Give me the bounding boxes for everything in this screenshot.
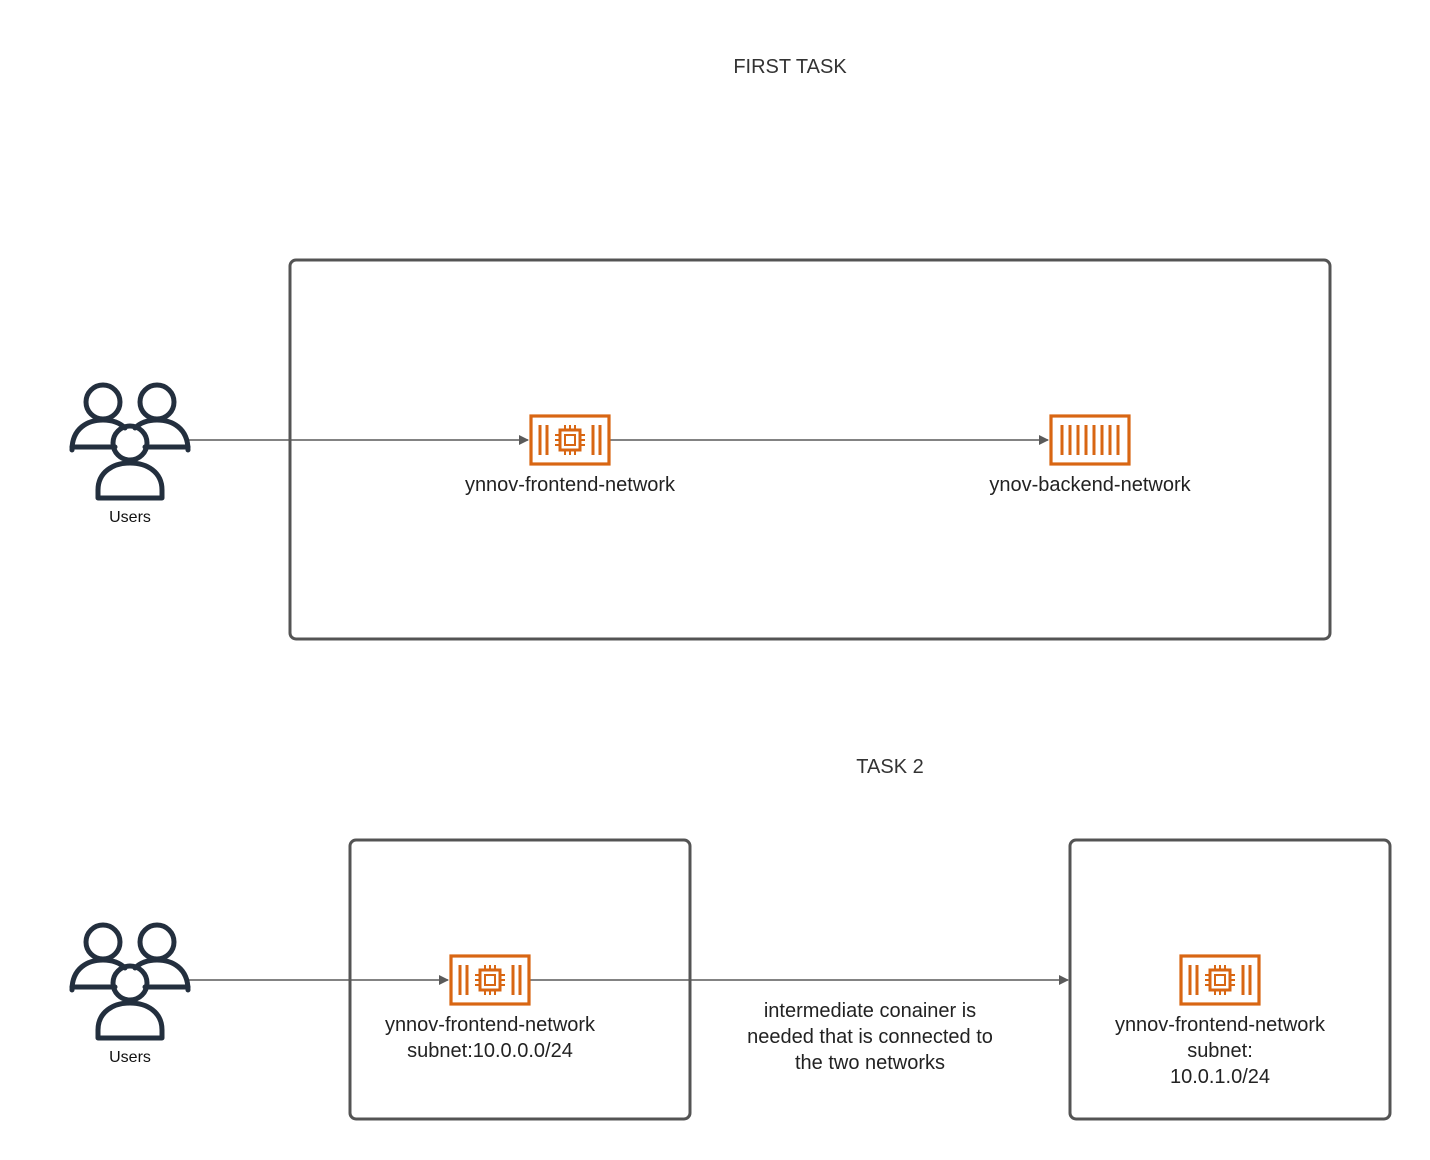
task2-right-network-box: [1068, 838, 1392, 1121]
task2-left-network-label: ynnov-frontend-network subnet:10.0.0.0/2…: [384, 1014, 596, 1062]
task1-users-label: Users: [109, 509, 151, 526]
task1-backend-label: ynov-backend-network: [989, 474, 1191, 496]
container-chip-icon: [1179, 954, 1261, 1006]
task2-intermediate-note: intermediate conainer is needed that is …: [747, 1000, 993, 1074]
task2-right-network-label: ynnov-frontend-network subnet: 10.0.1.0/…: [1114, 1014, 1326, 1088]
task1-network-box: [288, 258, 1332, 641]
container-chip-icon: [449, 954, 531, 1006]
container-icon: [1049, 414, 1131, 466]
container-chip-icon: [529, 414, 611, 466]
users-group-icon: [72, 385, 188, 498]
users-group-icon: [72, 925, 188, 1038]
task1-frontend-label: ynnov-frontend-network: [464, 474, 676, 496]
first-task-title: FIRST TASK: [733, 56, 847, 78]
task-2-title: TASK 2: [856, 756, 924, 778]
task2-users-label: Users: [109, 1049, 151, 1066]
